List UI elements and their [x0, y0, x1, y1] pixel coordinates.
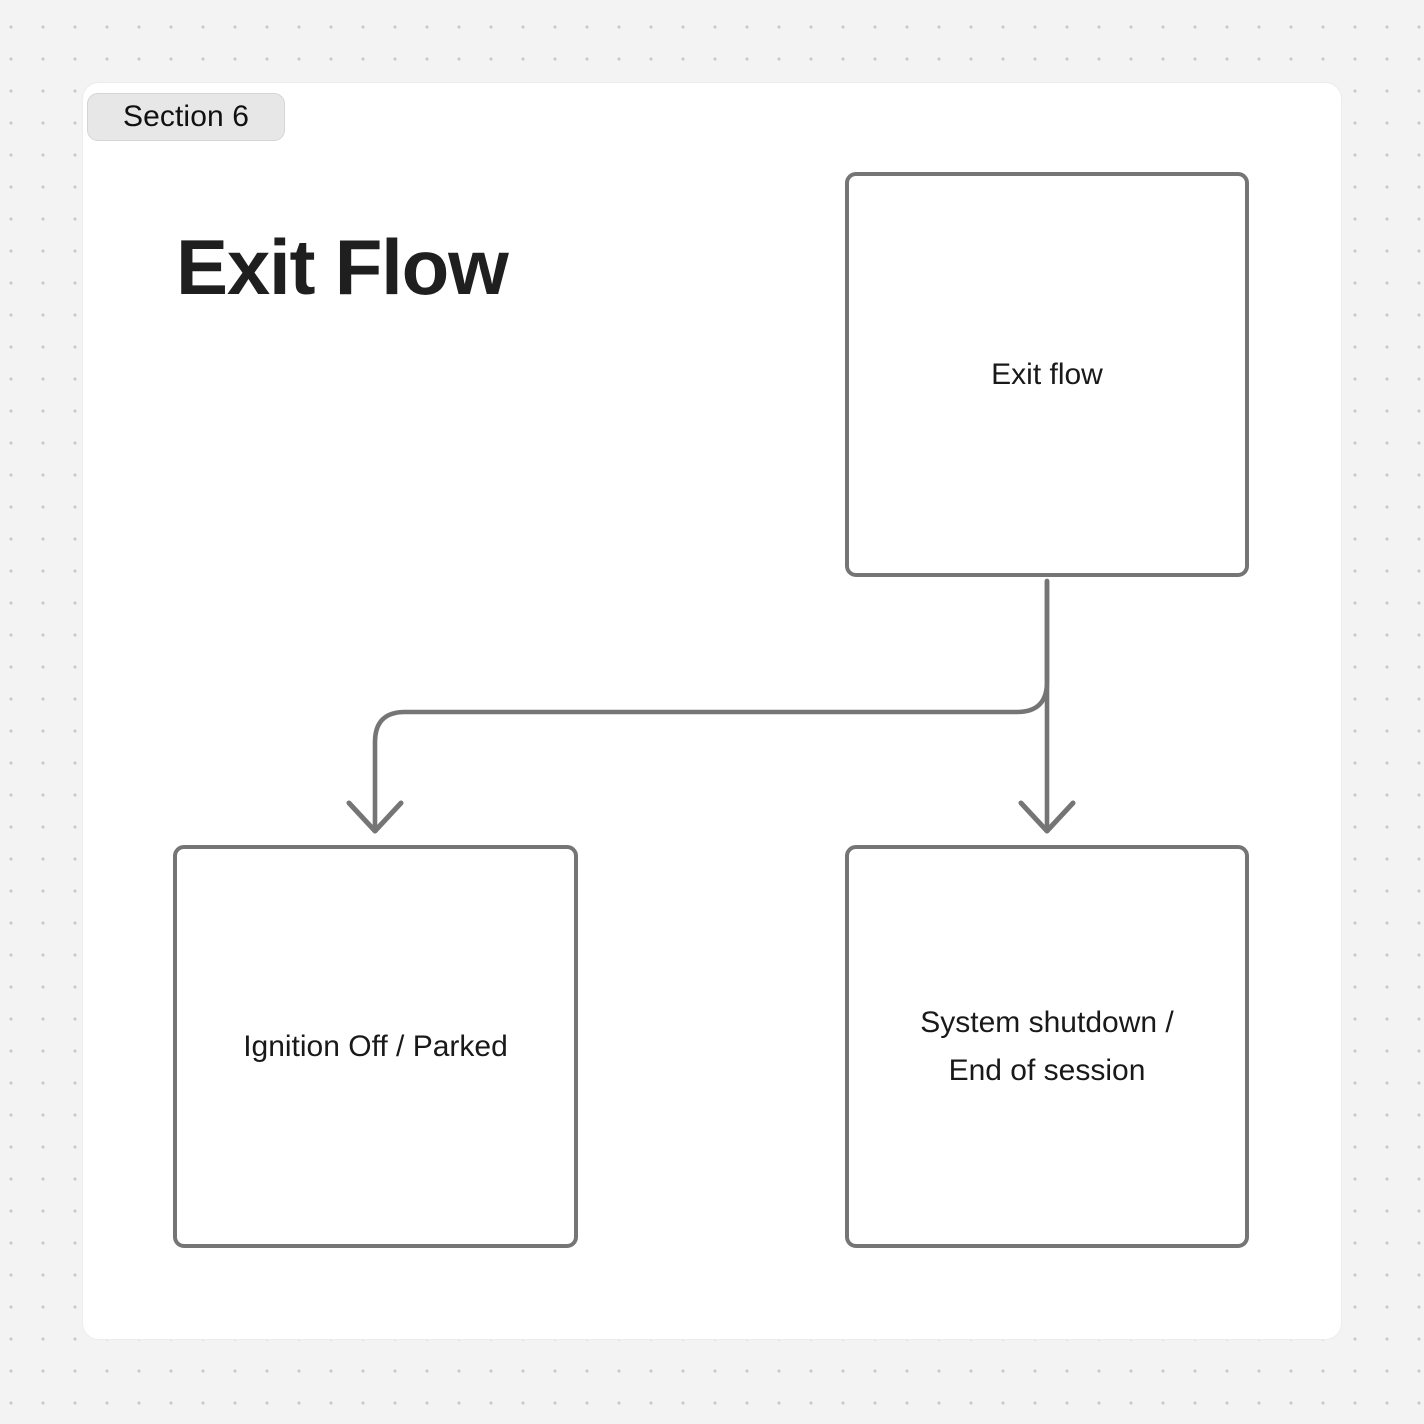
- section-badge: Section 6: [87, 93, 285, 141]
- flow-node-system-shutdown-label-line-1: System shutdown /: [920, 1006, 1174, 1040]
- flow-node-exit-flow-label: Exit flow: [991, 357, 1103, 391]
- flow-node-system-shutdown-label-line-2: End of session: [948, 1053, 1146, 1087]
- flow-node-ignition-off-label: Ignition Off / Parked: [243, 1029, 508, 1063]
- section-badge-label: Section 6: [123, 100, 249, 133]
- page-title: Exit Flow: [176, 223, 509, 311]
- flow-node-system-shutdown-label: System shutdown / End of session: [920, 999, 1173, 1093]
- flow-node-system-shutdown[interactable]: System shutdown / End of session: [845, 845, 1249, 1248]
- flow-node-ignition-off[interactable]: Ignition Off / Parked: [173, 845, 578, 1248]
- flow-node-exit-flow[interactable]: Exit flow: [845, 172, 1249, 577]
